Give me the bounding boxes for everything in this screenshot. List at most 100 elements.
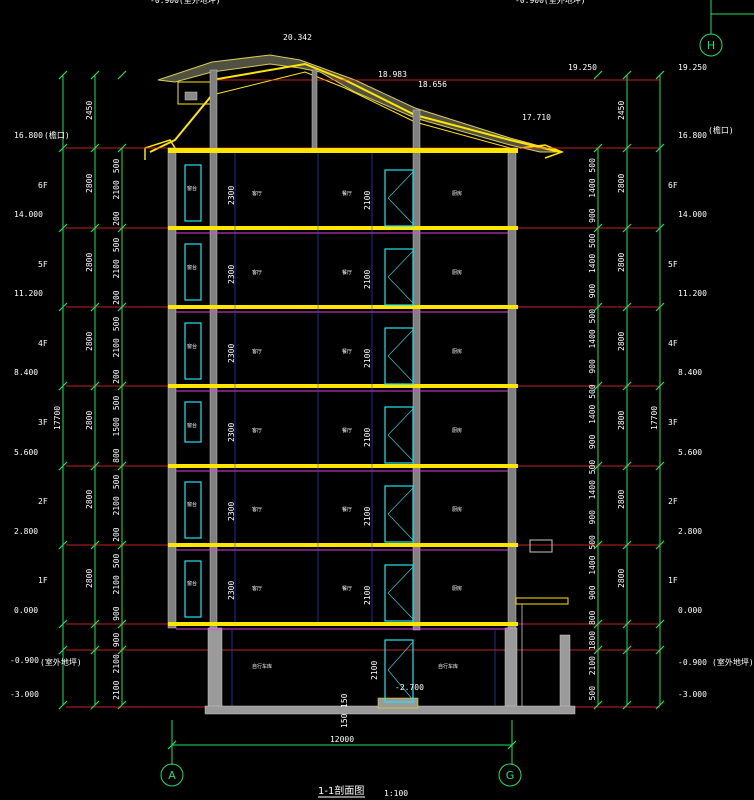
segment-dimension: 900 bbox=[588, 208, 597, 223]
segment-dimension: 800 bbox=[588, 610, 597, 625]
axis-a-bubble bbox=[160, 763, 184, 787]
segment-dimension: 500 bbox=[588, 384, 597, 399]
segment-dimension: 500 bbox=[588, 158, 597, 173]
floor-label: 3F bbox=[668, 418, 678, 427]
floor-height: 2800 bbox=[617, 411, 626, 430]
dimension-tick bbox=[593, 461, 603, 471]
elevation-note: (檐口) bbox=[44, 130, 70, 140]
drawing-scale: 1:100 bbox=[384, 789, 408, 798]
window-height: 2300 bbox=[227, 186, 236, 205]
dimension-tick bbox=[58, 619, 68, 629]
dimension-tick bbox=[90, 70, 100, 80]
segment-dimension: 2100 bbox=[112, 680, 121, 699]
segment-dimension: 1400 bbox=[588, 329, 597, 348]
floor-label: 6F bbox=[668, 181, 678, 190]
segment-dimension: 2100 bbox=[112, 575, 121, 594]
floor-height: 2800 bbox=[85, 253, 94, 272]
dimension-tick bbox=[58, 645, 68, 655]
window-heights: 2300 2300 2300 2300 2300 2300 bbox=[227, 186, 236, 600]
window-height: 2300 bbox=[227, 423, 236, 442]
dimension-tick bbox=[655, 381, 665, 391]
dimension-tick bbox=[117, 381, 127, 391]
elevation-value: 0.000 bbox=[678, 606, 702, 615]
elevation-value: -3.000 bbox=[678, 690, 707, 699]
dimension-tick bbox=[622, 302, 632, 312]
roof-elevation: 18.983 bbox=[378, 70, 407, 79]
dimension-tick bbox=[117, 223, 127, 233]
segment-dimension: 200 bbox=[112, 527, 121, 542]
window-tag: 窗台 bbox=[187, 264, 197, 271]
dimension-tick bbox=[58, 70, 68, 80]
floor-label: 2F bbox=[38, 497, 48, 506]
axis-a-label: A bbox=[168, 769, 176, 782]
elevation-value: -0.900 bbox=[10, 656, 39, 665]
elevation-value: 19.250 bbox=[678, 63, 707, 72]
door-heights: 2100 2100 2100 2100 2100 2100 2100 bbox=[363, 191, 379, 680]
room-label: 客厅 bbox=[252, 190, 262, 197]
window-height: 2300 bbox=[227, 344, 236, 363]
dimension-tick bbox=[622, 619, 632, 629]
roof-elevation: 19.250 bbox=[568, 63, 597, 72]
dimension-tick bbox=[655, 540, 665, 550]
dimension-tick bbox=[593, 381, 603, 391]
segment-dimension: 900 bbox=[588, 359, 597, 374]
dimension-tick bbox=[622, 540, 632, 550]
segment-dimension: 200 bbox=[112, 211, 121, 226]
floor-label: 1F bbox=[38, 576, 48, 585]
segment-dimension: 500 bbox=[588, 535, 597, 550]
door-height: 2100 bbox=[363, 428, 372, 447]
floor-label: 6F bbox=[38, 181, 48, 190]
room-label: 厨房 bbox=[452, 190, 462, 197]
floor-height: 2800 bbox=[85, 569, 94, 588]
door-height: 2100 bbox=[363, 507, 372, 526]
floor-level-lines bbox=[66, 79, 660, 708]
door-height: 2100 bbox=[363, 349, 372, 368]
segment-dimension: 900 bbox=[588, 434, 597, 449]
segment-dimension: 900 bbox=[112, 633, 121, 648]
axis-g-label: G bbox=[506, 769, 515, 782]
room-label: 客厅 bbox=[252, 585, 262, 592]
segment-dimension: 500 bbox=[112, 554, 121, 569]
elevation-value: 14.000 bbox=[14, 210, 43, 219]
dimension-tick bbox=[90, 540, 100, 550]
roof-elevation: 18.656 bbox=[418, 80, 447, 89]
room-label: 餐厅 bbox=[342, 348, 352, 355]
drawing-title: 1-1剖面图 bbox=[318, 784, 364, 797]
dimension-tick bbox=[622, 461, 632, 471]
dimension-tick bbox=[90, 223, 100, 233]
roof-height-left: 2450 bbox=[85, 101, 94, 120]
dimension-tick bbox=[655, 619, 665, 629]
elevation-value: 11.200 bbox=[678, 289, 707, 298]
dimension-tick bbox=[58, 461, 68, 471]
door-height: 2100 bbox=[363, 586, 372, 605]
roof bbox=[144, 54, 565, 160]
room-label: 客厅 bbox=[252, 348, 262, 355]
elevation-value: 8.400 bbox=[678, 368, 702, 377]
windows bbox=[184, 164, 414, 703]
segment-dimension: 900 bbox=[112, 606, 121, 621]
segment-dimension: 500 bbox=[112, 238, 121, 253]
roof-elevation: 17.710 bbox=[522, 113, 551, 122]
dimension-tick bbox=[593, 540, 603, 550]
room-label: 自行车库 bbox=[438, 663, 458, 670]
elevation-value: 14.000 bbox=[678, 210, 707, 219]
door-height: 2100 bbox=[370, 661, 379, 680]
top-cut-elevation-left: -0.900(室外地坪) bbox=[150, 0, 221, 5]
dimension-tick bbox=[593, 302, 603, 312]
floor-label: 4F bbox=[38, 339, 48, 348]
dimension-tick bbox=[90, 461, 100, 471]
segment-dimension: 900 bbox=[588, 510, 597, 525]
room-label: 客厅 bbox=[252, 506, 262, 513]
segment-dimension: 800 bbox=[112, 448, 121, 463]
room-label: 餐厅 bbox=[342, 427, 352, 434]
elevation-value: 0.000 bbox=[14, 606, 38, 615]
segment-dimension: 2100 bbox=[112, 259, 121, 278]
elevation-value: 8.400 bbox=[14, 368, 38, 377]
room-label: 餐厅 bbox=[342, 585, 352, 592]
pit-dim: 150 bbox=[340, 693, 349, 708]
floor-height: 2800 bbox=[617, 490, 626, 509]
segment-dimension: 500 bbox=[112, 396, 121, 411]
floor-label: 5F bbox=[38, 260, 48, 269]
dimension-tick bbox=[90, 381, 100, 391]
